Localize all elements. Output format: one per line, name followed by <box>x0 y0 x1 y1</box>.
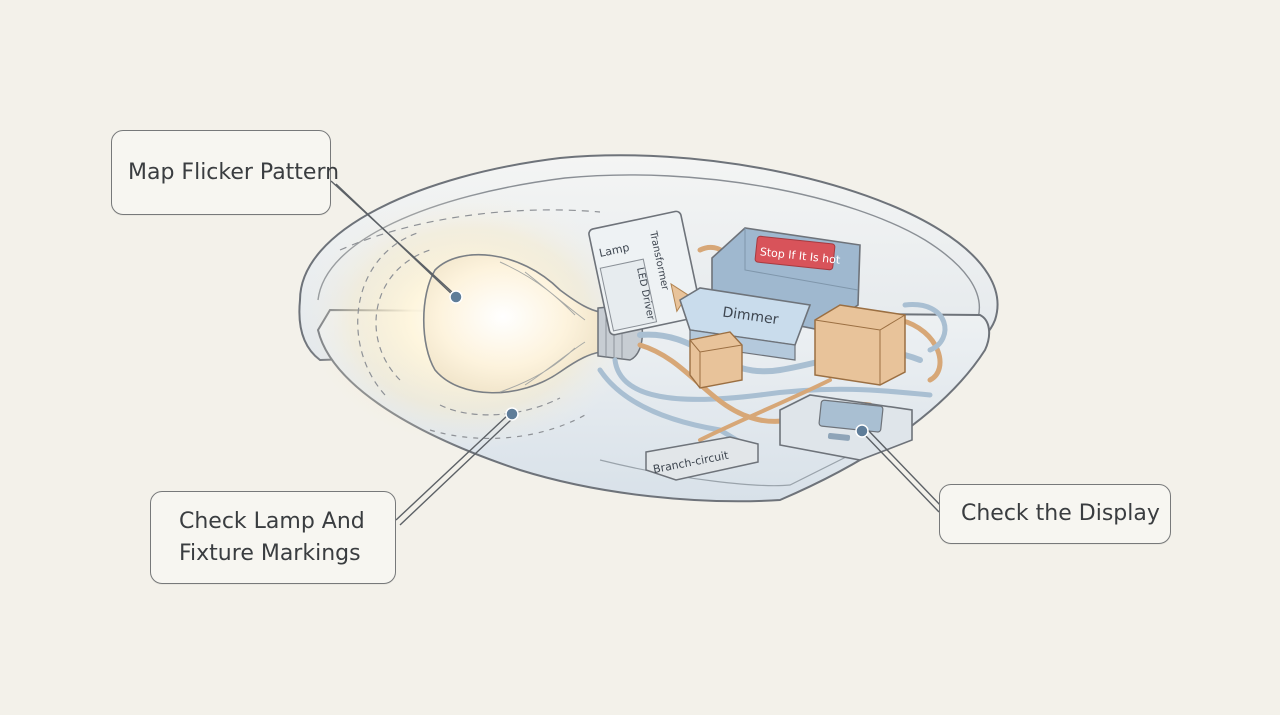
junction-box-large <box>814 304 906 386</box>
junction-box-small <box>689 331 743 389</box>
bulb-glass <box>423 253 601 394</box>
led-driver-module <box>588 210 703 336</box>
callout-flicker-text: Map Flicker Pattern <box>128 159 340 185</box>
bulb-facets <box>499 261 586 393</box>
lamp-label: Lamp <box>598 241 631 260</box>
callout-markings-line1: Check Lamp And <box>179 508 365 534</box>
leader-lines <box>330 180 944 526</box>
callout-check-lamp-markings: Check Lamp And Fixture Markings <box>150 491 396 584</box>
dashed-rim-line <box>339 209 601 251</box>
callout-markings-line2: Fixture Markings <box>179 540 361 566</box>
display-module <box>779 394 913 461</box>
callout-map-flicker-pattern: Map Flicker Pattern <box>111 130 340 215</box>
flicker-ring-2 <box>357 231 421 396</box>
flicker-ring-4 <box>429 414 586 440</box>
anchor-dot-flicker <box>449 290 463 304</box>
branch-circuit-tag <box>645 436 759 481</box>
anchor-dot-display <box>855 424 869 438</box>
callout-display-text: Check the Display <box>961 501 1160 526</box>
callout-check-display: Check the Display <box>939 484 1171 544</box>
dimmer-label: Dimmer <box>721 304 779 328</box>
flicker-ring-3 <box>439 397 561 416</box>
housing-floor <box>599 429 901 487</box>
anchor-dot-markings <box>505 407 519 421</box>
flicker-ring-1 <box>375 249 431 381</box>
